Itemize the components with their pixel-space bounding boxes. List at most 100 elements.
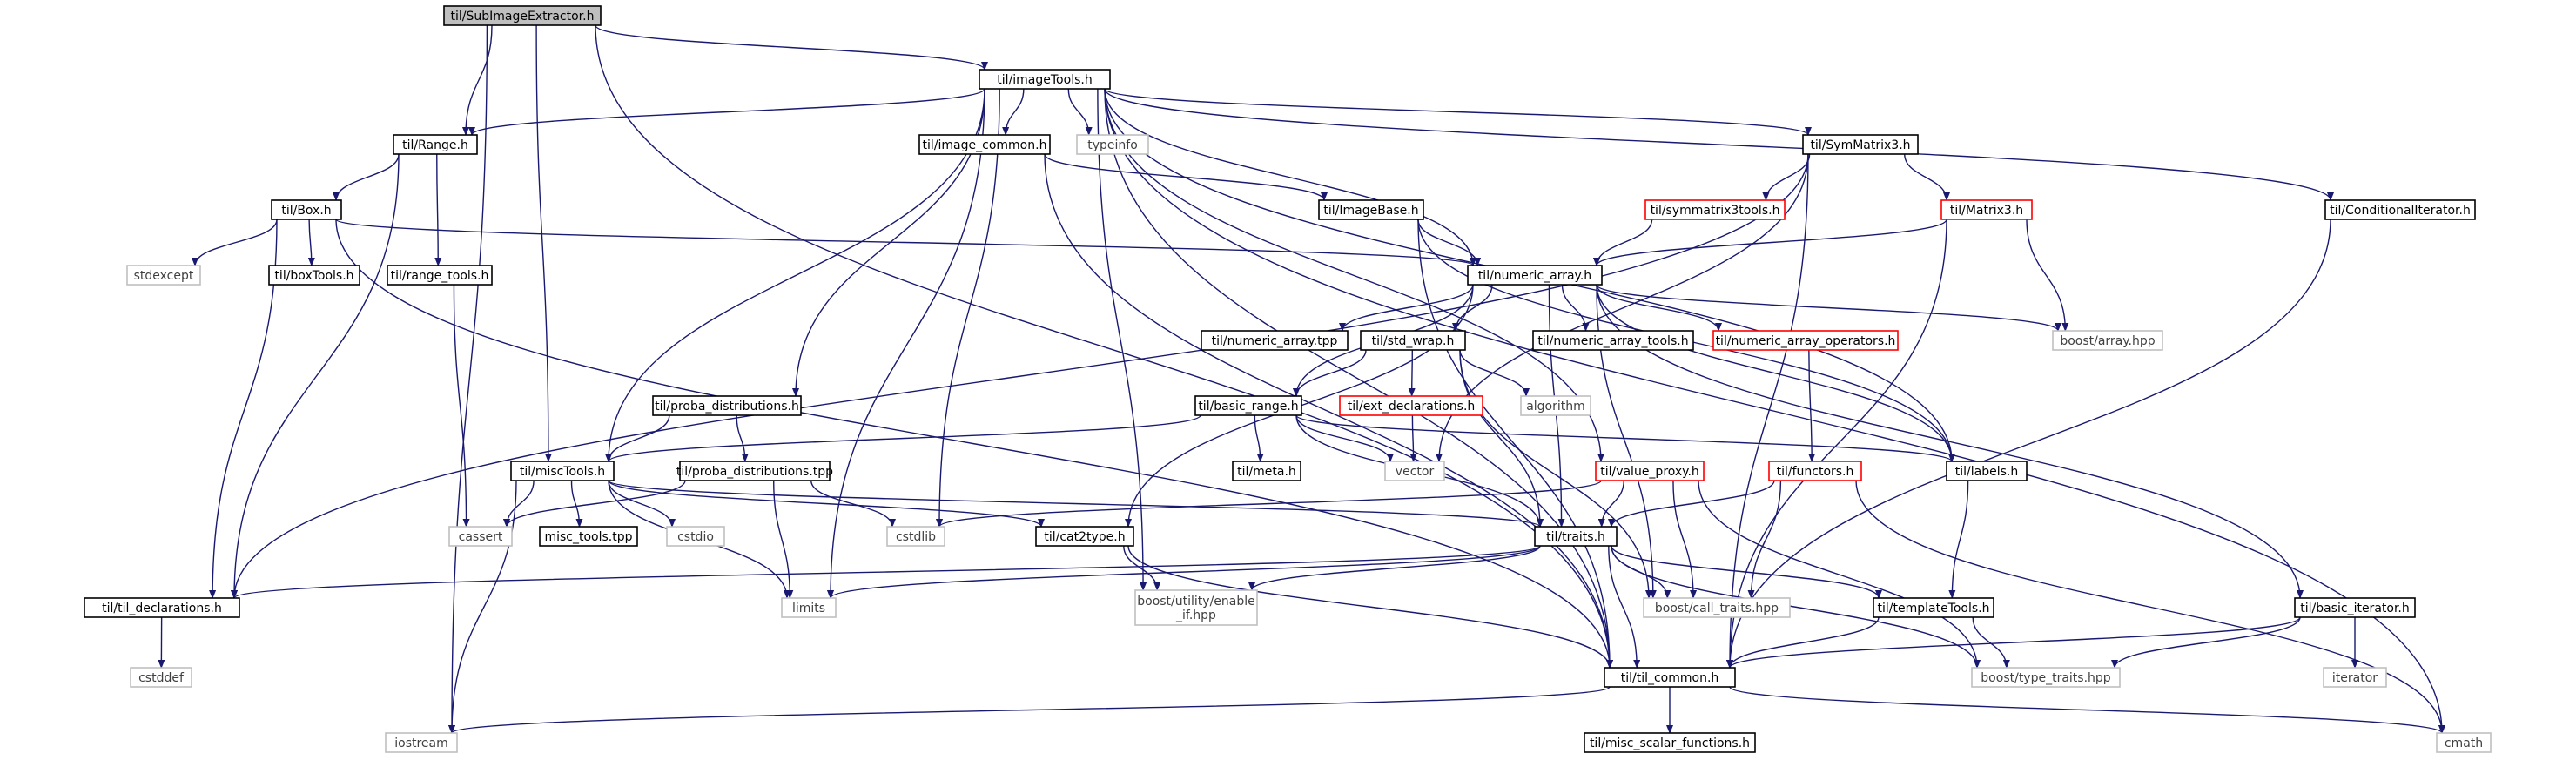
- edge-range-to-range_tools: [434, 153, 442, 266]
- node-image-common[interactable]: til/image_common.h: [918, 134, 1051, 155]
- node-box: [1768, 461, 1862, 481]
- node-typeinfo: typeinfo: [1076, 134, 1149, 155]
- edge-std_wrap-to-algorithm: [1459, 349, 1530, 397]
- node-label: til/misc_scalar_functions.h: [1590, 736, 1750, 750]
- node-value-proxy[interactable]: til/value_proxy.h: [1595, 461, 1705, 481]
- node-ext-declarations[interactable]: til/ext_declarations.h: [1339, 395, 1483, 416]
- edge-imageTools-to-cstdlib: [936, 88, 1000, 528]
- node-imageTools[interactable]: til/imageTools.h: [979, 69, 1111, 90]
- node-traits[interactable]: til/traits.h: [1534, 526, 1618, 547]
- node-label: stdexcept: [134, 269, 194, 283]
- node-box: [2052, 330, 2163, 351]
- node-symmatrix3tools[interactable]: til/symmatrix3tools.h: [1644, 199, 1786, 220]
- node-basic-range[interactable]: til/basic_range.h: [1194, 395, 1302, 416]
- node-box: [1318, 199, 1424, 220]
- edge-miscTools-to-iostream: [448, 480, 517, 734]
- node-imageBase[interactable]: til/ImageBase.h: [1318, 199, 1424, 220]
- node-box: [2324, 199, 2476, 220]
- node-box: [1467, 265, 1603, 286]
- node-label: til/proba_distributions.h: [655, 400, 799, 414]
- node-box: [781, 597, 837, 618]
- node-label: limits: [792, 602, 825, 615]
- edge-proba_distributions_tpp-to-limits: [773, 480, 794, 599]
- node-misc-scalar-functions[interactable]: til/misc_scalar_functions.h: [1584, 732, 1756, 753]
- edge-imageTools-to-value_proxy: [1104, 88, 1604, 462]
- edge-imageBase-to-til_common: [1417, 219, 1613, 669]
- node-symmatrix3[interactable]: til/SymMatrix3.h: [1802, 134, 1919, 155]
- node-misc-tools-tpp[interactable]: misc_tools.tpp: [539, 526, 638, 547]
- node-cstddef: cstddef: [130, 667, 192, 688]
- edge-box-to-boxTools: [307, 219, 315, 266]
- edge-miscTools-to-cstdio: [608, 480, 676, 528]
- node-box: [1232, 461, 1301, 481]
- node-proba-distributions-tpp[interactable]: til/proba_distributions.tpp: [676, 461, 833, 481]
- node-box: [679, 461, 831, 481]
- node-conditionalIterator[interactable]: til/ConditionalIterator.h: [2324, 199, 2476, 220]
- edge-miscTools-to-misc_tools_tpp: [570, 480, 583, 528]
- node-til-common[interactable]: til/til_common.h: [1604, 667, 1736, 688]
- edge-layer: [158, 24, 2445, 734]
- node-label: til/miscTools.h: [520, 465, 605, 479]
- node-functors[interactable]: til/functors.h: [1768, 461, 1862, 481]
- node-label: til/numeric_array_operators.h: [1716, 334, 1896, 348]
- node-box: [387, 265, 493, 286]
- node-boost-array: boost/array.hpp: [2052, 330, 2163, 351]
- node-label: til/labels.h: [1955, 465, 2018, 479]
- edge-imageTools-to-image_common: [1002, 88, 1025, 136]
- node-boxTools[interactable]: til/boxTools.h: [268, 265, 360, 286]
- node-box[interactable]: til/Box.h: [271, 199, 342, 220]
- node-box: [1076, 134, 1149, 155]
- node-box: [2294, 597, 2416, 618]
- node-box: [393, 134, 478, 155]
- node-label: typeinfo: [1087, 138, 1138, 152]
- edge-value_proxy-to-traits: [1597, 480, 1624, 528]
- edge-labels-to-templateTools: [1948, 480, 1969, 599]
- node-label: til/til_common.h: [1621, 671, 1719, 685]
- edge-til_common-to-iostream: [448, 686, 1611, 734]
- node-matrix3[interactable]: til/Matrix3.h: [1940, 199, 2033, 220]
- node-box: [1339, 395, 1483, 416]
- node-templateTools[interactable]: til/templateTools.h: [1873, 597, 1994, 618]
- node-range-tools[interactable]: til/range_tools.h: [387, 265, 493, 286]
- node-box: [1643, 597, 1791, 618]
- edge-root-to-range: [462, 24, 493, 136]
- node-cstdlib: cstdlib: [886, 526, 945, 547]
- node-box: [1712, 330, 1899, 351]
- node-algorithm: algorithm: [1520, 395, 1591, 416]
- node-cat2type[interactable]: til/cat2type.h: [1035, 526, 1134, 547]
- node-labels[interactable]: til/labels.h: [1946, 461, 2028, 481]
- node-label: til/templateTools.h: [1878, 602, 1990, 615]
- node-numeric-array-tools[interactable]: til/numeric_array_tools.h: [1532, 330, 1694, 351]
- node-til-declarations[interactable]: til/til_declarations.h: [84, 597, 240, 618]
- node-label: til/image_common.h: [923, 138, 1047, 152]
- node-miscTools[interactable]: til/miscTools.h: [510, 461, 615, 481]
- node-label: til/meta.h: [1237, 465, 1296, 479]
- node-label: cstdio: [677, 530, 714, 544]
- node-proba-distributions[interactable]: til/proba_distributions.h: [652, 395, 802, 416]
- node-range[interactable]: til/Range.h: [393, 134, 478, 155]
- node-basic-iterator[interactable]: til/basic_iterator.h: [2294, 597, 2416, 618]
- node-vector: vector: [1384, 461, 1445, 481]
- edge-std_wrap-to-traits: [1459, 349, 1544, 528]
- node-label: til/imageTools.h: [997, 73, 1092, 87]
- edge-basic_iterator-to-type_traits: [2111, 616, 2301, 669]
- node-label: iterator: [2332, 671, 2378, 685]
- node-box: [1201, 330, 1349, 351]
- edge-matrix3-to-boost_array: [2026, 219, 2069, 332]
- edge-imageTools-to-conditionalIterator: [1104, 88, 2334, 201]
- node-numeric-array-operators[interactable]: til/numeric_array_operators.h: [1712, 330, 1899, 351]
- node-meta[interactable]: til/meta.h: [1232, 461, 1301, 481]
- node-cassert: cassert: [448, 526, 513, 547]
- node-std-wrap[interactable]: til/std_wrap.h: [1360, 330, 1466, 351]
- edge-range_tools-to-cassert: [453, 284, 470, 528]
- edge-symmatrix3-to-til_declarations: [231, 153, 1809, 599]
- edge-basic_iterator-to-til_common: [1726, 616, 2301, 669]
- edge-imageTools-to-enable_if: [1097, 88, 1147, 591]
- node-label: algorithm: [1526, 400, 1585, 414]
- node-numeric-array[interactable]: til/numeric_array.h: [1467, 265, 1603, 286]
- node-label: cstddef: [138, 671, 185, 685]
- node-root[interactable]: til/SubImageExtractor.h: [443, 5, 602, 26]
- node-label: til/symmatrix3tools.h: [1651, 204, 1780, 218]
- node-numeric-array-tpp[interactable]: til/numeric_array.tpp: [1201, 330, 1349, 351]
